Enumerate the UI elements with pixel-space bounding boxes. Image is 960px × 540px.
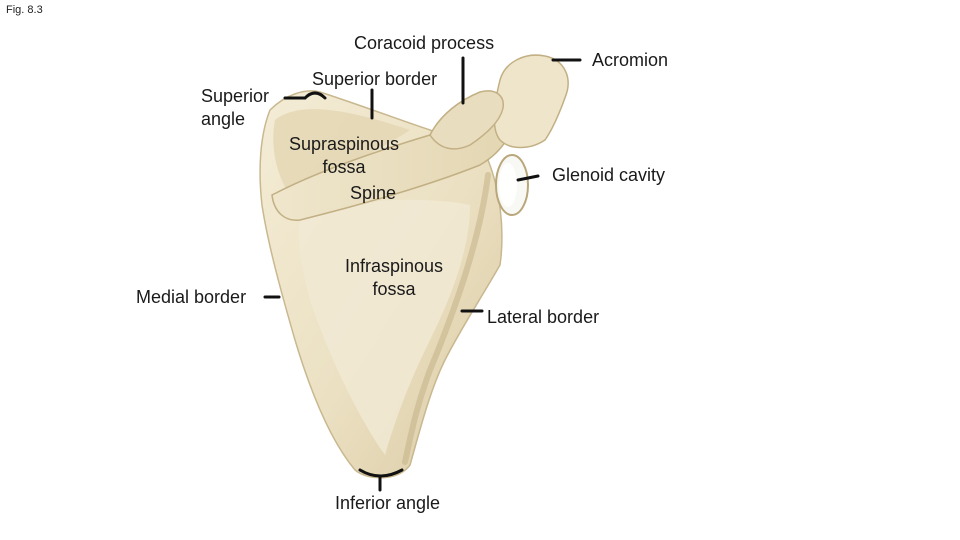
label-superior-angle-line2: angle [201,109,246,129]
leader-glenoid [516,174,540,182]
figure-caption: Fig. 8.3 [6,4,43,16]
label-medial-border: Medial border [136,287,247,307]
acromion-shape [493,54,569,149]
lateral-border-ridge [402,172,491,465]
label-superior-border: Superior border [312,69,438,89]
label-infraspinous-fossa-line2: fossa [372,279,416,299]
label-inferior-angle: Inferior angle [335,493,441,513]
supraspinous-fossa-shape [273,109,410,195]
label-supraspinous-fossa-line2: fossa [322,157,366,177]
label-supraspinous-fossa-line1: Supraspinous [288,134,400,154]
label-coracoid-process: Coracoid process [354,33,495,53]
label-superior-angle-line1: Superior [201,86,270,106]
label-infraspinous-fossa-line1: Infraspinous [344,256,444,276]
bracket-superior-angle [303,91,327,100]
infraspinous-fossa-shape [298,199,470,455]
label-acromion: Acromion [592,50,669,70]
leader-lines [263,56,582,492]
bracket-inferior-angle [358,468,404,478]
coracoid-process-shape [429,90,504,150]
label-spine: Spine [350,183,397,203]
label-lateral-border: Lateral border [487,307,600,327]
label-glenoid-cavity: Glenoid cavity [552,165,666,185]
